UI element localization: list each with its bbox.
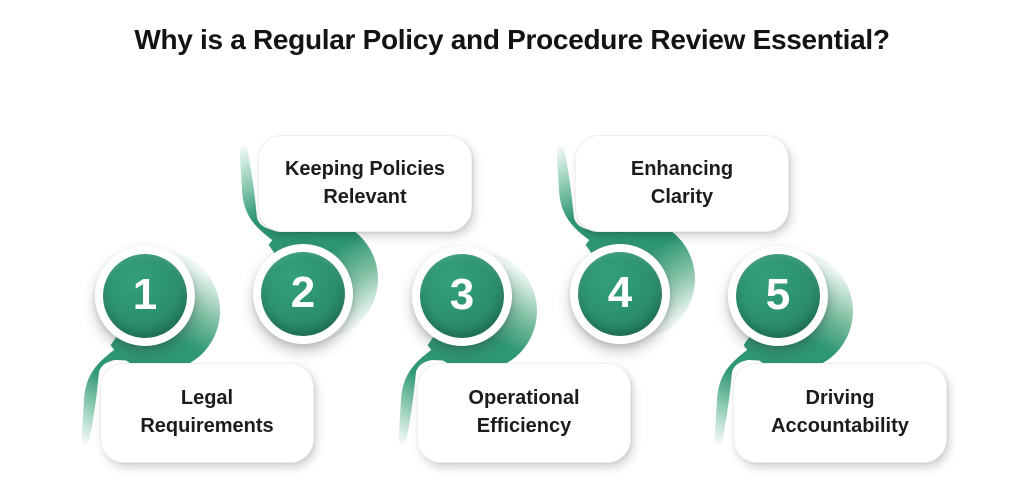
step-label-card: Legal Requirements xyxy=(100,363,314,463)
step-label-line: Enhancing xyxy=(630,157,734,180)
step-unit-3: Operational Efficiency 3 xyxy=(392,232,642,484)
step-number: 2 xyxy=(290,268,316,317)
step-number: 4 xyxy=(607,268,633,317)
step-unit-4: Enhancing Clarity 4 xyxy=(550,118,800,370)
step-unit-5: Driving Accountability 5 xyxy=(708,232,958,484)
step-label-line: Keeping Policies xyxy=(284,157,446,180)
step-label-card: Keeping Policies Relevant xyxy=(258,135,472,232)
step-label-line: Accountability xyxy=(771,415,909,437)
step-label-line: Relevant xyxy=(323,185,407,208)
step-number: 3 xyxy=(449,270,475,319)
step-number-circle: 4 xyxy=(570,244,670,344)
step-label-line: Legal xyxy=(180,387,234,410)
step-label-line: Efficiency xyxy=(476,415,572,437)
step-number-circle: 5 xyxy=(728,246,828,346)
step-unit-1: Legal Requirements 1 xyxy=(75,232,325,484)
step-number-circle: 1 xyxy=(95,246,195,346)
step-label-line: Clarity xyxy=(650,185,714,208)
step-label-line: Requirements xyxy=(140,415,274,437)
step-unit-2: Keeping Policies Relevant 2 xyxy=(233,118,483,370)
step-label-card: Enhancing Clarity xyxy=(575,135,789,232)
step-label-card: Driving Accountability xyxy=(733,363,947,463)
step-number: 5 xyxy=(765,270,791,319)
step-label-card: Operational Efficiency xyxy=(417,363,631,463)
step-label-line: Driving xyxy=(805,387,875,410)
step-label-line: Operational xyxy=(468,387,580,410)
step-number: 1 xyxy=(132,270,158,319)
step-number-circle: 2 xyxy=(253,244,353,344)
page-title: Why is a Regular Policy and Procedure Re… xyxy=(134,24,890,55)
step-number-circle: 3 xyxy=(412,246,512,346)
